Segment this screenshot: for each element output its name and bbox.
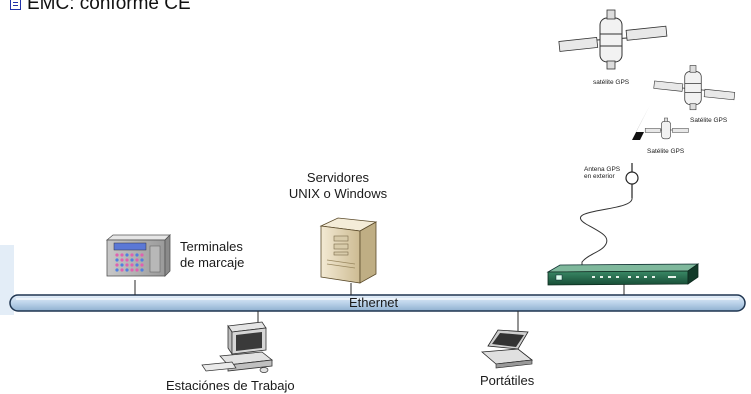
satellite-3-label: Satélite GPS [647, 148, 685, 155]
header-text: EMC: conforme CE [27, 0, 191, 14]
server-icon [319, 217, 378, 284]
left-decoration [0, 245, 14, 315]
terminals-label-line1: Terminales [180, 239, 243, 254]
ethernet-label: Ethernet [349, 295, 399, 310]
terminal-icon [105, 234, 171, 277]
workstations-label: Estaciónes de Trabajo [166, 378, 295, 393]
gps-rack-icon [546, 263, 700, 286]
servers-label-line2: UNIX o Windows [288, 186, 388, 201]
satellite-2-label: Satélite GPS [690, 117, 728, 124]
laptops-label: Portátiles [480, 373, 535, 388]
servers-label: Servidores UNIX o Windows [278, 170, 398, 202]
terminals-label: Terminales de marcaje [180, 239, 244, 271]
satellite-icon [644, 117, 689, 140]
satellite-icon [653, 65, 736, 111]
workstation-icon [201, 321, 274, 373]
satellite-icon [558, 9, 668, 70]
servers-label-line1: Servidores [306, 170, 370, 185]
antenna-icon [625, 163, 639, 198]
lightning-icon [626, 105, 650, 168]
document-icon [10, 0, 21, 10]
satellite-1-label: satélite GPS [593, 79, 630, 86]
laptop-icon [481, 329, 534, 369]
antenna-label-line2: en exterior [584, 173, 615, 180]
antenna-cable [580, 197, 633, 266]
ethernet-bus [9, 294, 746, 312]
terminals-label-line2: de marcaje [180, 255, 245, 270]
antenna-label-line1: Antena GPS [584, 166, 621, 173]
header-label: EMC: conforme CE [10, 0, 191, 15]
antenna-label: Antena GPS en exterior [584, 166, 620, 180]
keypad [115, 253, 144, 272]
